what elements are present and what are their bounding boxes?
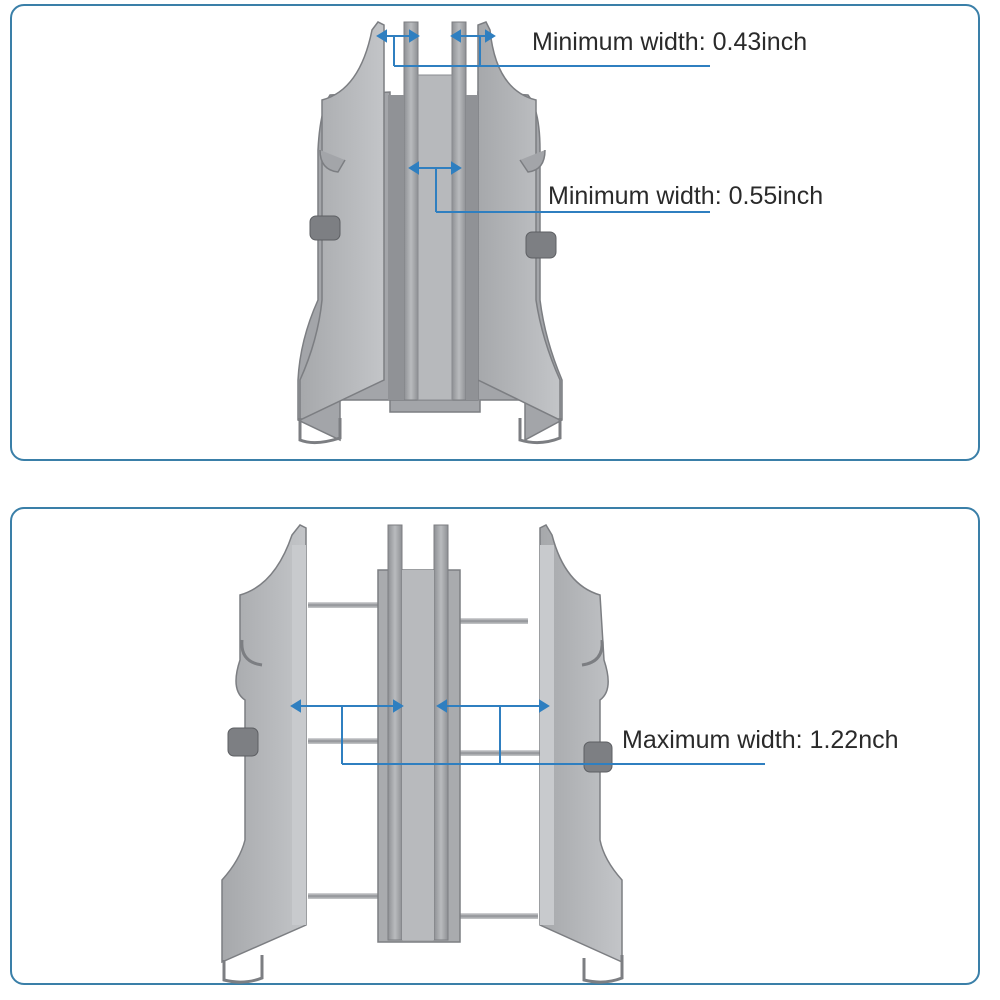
stand-expanded	[221, 524, 624, 984]
knob-left-icon	[227, 727, 259, 757]
knob-left-icon	[309, 215, 341, 241]
label-minimum-width-outer: Minimum width: 0.43inch	[532, 28, 808, 56]
stand-closed	[297, 21, 563, 445]
bottom-panel-maximum-width	[10, 507, 980, 985]
label-minimum-width-center: Minimum width: 0.55inch	[548, 182, 824, 210]
top-dimension-lines	[376, 29, 710, 213]
label-maximum-width: Maximum width: 1.22nch	[622, 726, 899, 754]
bottom-dimension-lines	[290, 699, 765, 765]
knob-right-icon	[525, 231, 557, 259]
knob-right-icon	[583, 741, 613, 773]
